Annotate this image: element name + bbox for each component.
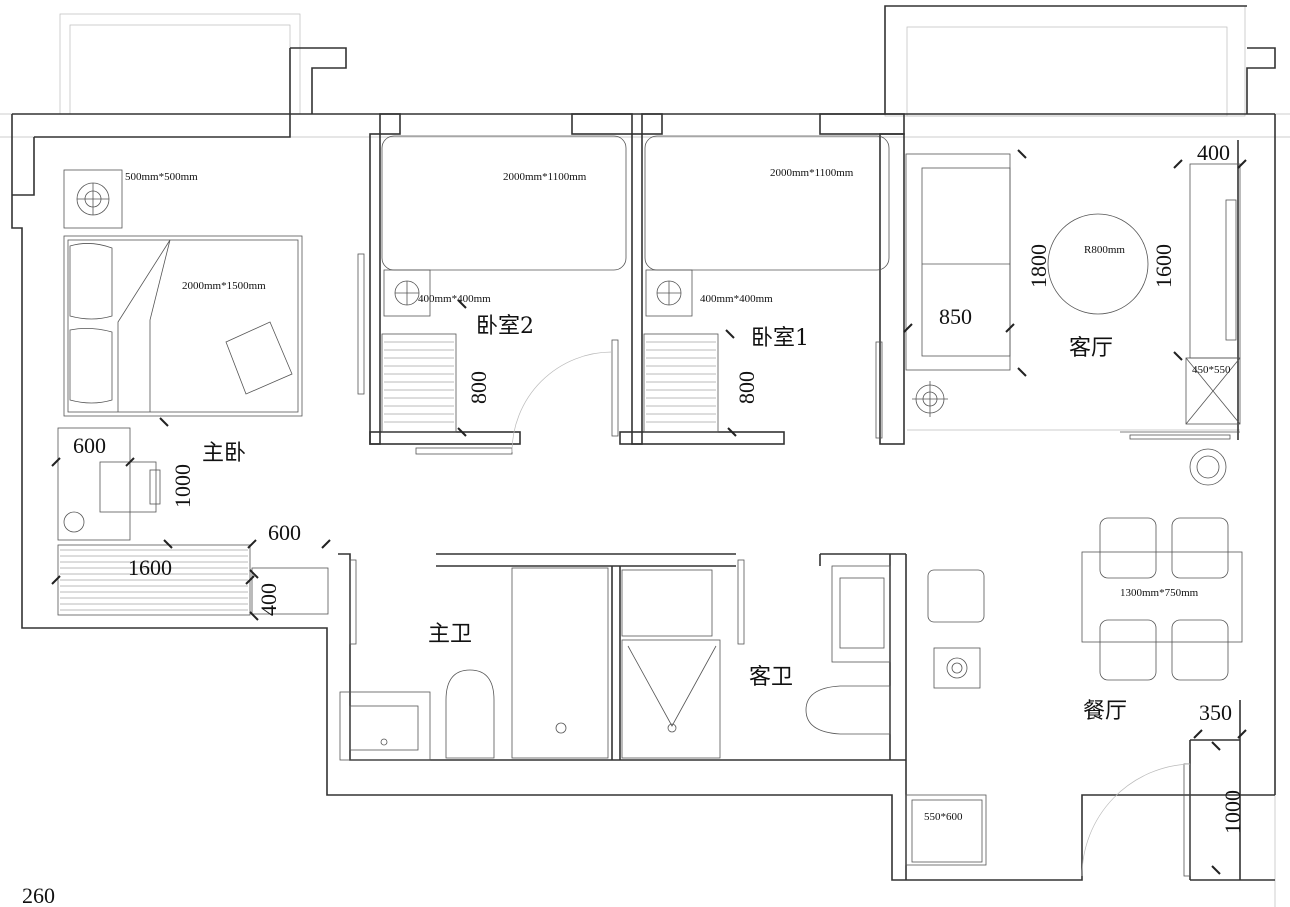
dim-desk-depth: 1000 — [170, 464, 195, 508]
room-label-master-bath: 主卫 — [428, 622, 472, 647]
room-labels: 主卧 卧室2 卧室1 客厅 主卫 客卫 餐厅 — [202, 314, 1127, 724]
room-label-bedroom2: 卧室2 — [476, 314, 534, 339]
curtain-rod — [1120, 431, 1240, 440]
room-label-guest-bath: 客卫 — [749, 665, 793, 690]
dim-desk-width: 600 — [73, 433, 106, 458]
tv-cabinet: 450*550 — [1185, 163, 1241, 425]
dim-sofa-depth: 850 — [939, 304, 972, 329]
bed2: 2000mm*1100mm 400mm*400mm — [381, 135, 627, 317]
dim-tv-depth: 400 — [1197, 140, 1230, 165]
dim-sofa-length: 1800 — [1026, 244, 1051, 288]
dim-entry-cabinet-depth: 350 — [1199, 700, 1232, 725]
dim-closet-width: 600 — [268, 520, 301, 545]
room-label-bedroom1: 卧室1 — [751, 326, 809, 351]
bed2-size-label: 2000mm*1100mm — [503, 171, 587, 183]
bed1: 2000mm*1100mm 400mm*400mm — [644, 135, 890, 317]
laundry-size-label: 550*600 — [924, 811, 963, 823]
laundry-machine: 550*600 — [905, 794, 987, 866]
dim-bed1-wardrobe: 800 — [734, 371, 759, 404]
room-label-dining-room: 餐厅 — [1083, 699, 1127, 724]
plant — [1189, 448, 1227, 486]
bed1-size-label: 2000mm*1100mm — [770, 167, 854, 179]
dim-master-wardrobe: 1600 — [128, 555, 172, 580]
master-bed: 2000mm*1500mm — [63, 235, 303, 417]
floor-drain-living — [912, 381, 948, 417]
dimension-ticks — [51, 149, 1247, 875]
room-label-master-bedroom: 主卧 — [202, 441, 246, 466]
bed1-wardrobe — [643, 333, 719, 433]
tv-cabinet-side-label: 450*550 — [1192, 364, 1231, 376]
kitchen-fixtures — [927, 569, 985, 689]
dim-entry-cabinet-length: 1000 — [1220, 790, 1245, 834]
bed2-nightstand-size-label: 400mm*400mm — [418, 293, 491, 305]
bed1-nightstand-size-label: 400mm*400mm — [700, 293, 773, 305]
dim-master-wardrobe-depth: 400 — [256, 583, 281, 616]
dining-table: 1300mm*750mm — [1081, 517, 1243, 681]
dimension-labels: 600 1000 1600 600 400 800 800 850 1800 4… — [22, 140, 1245, 907]
dining-table-size-label: 1300mm*750mm — [1120, 587, 1199, 599]
sofa — [905, 153, 1011, 371]
doors — [349, 253, 1191, 877]
corner-note: 260 — [22, 883, 55, 907]
coffee-table-size-label: R800mm — [1084, 244, 1125, 256]
room-label-living-room: 客厅 — [1069, 336, 1113, 361]
master-nightstand-size-label: 500mm*500mm — [125, 171, 198, 183]
master-wardrobe — [57, 544, 329, 616]
interior-walls — [338, 113, 1275, 881]
dim-tv-length: 1600 — [1151, 244, 1176, 288]
bed2-wardrobe — [381, 333, 457, 433]
exterior-walls — [11, 5, 1276, 881]
coffee-table: R800mm — [1047, 213, 1149, 315]
balcony-outlines — [0, 5, 1290, 907]
dim-bed2-wardrobe: 800 — [466, 371, 491, 404]
guest-bath-fixtures — [621, 565, 891, 759]
master-desk — [57, 427, 161, 541]
master-bath-fixtures — [339, 567, 609, 761]
master-bed-size-label: 2000mm*1500mm — [182, 280, 266, 292]
master-nightstand: 500mm*500mm — [63, 169, 198, 229]
